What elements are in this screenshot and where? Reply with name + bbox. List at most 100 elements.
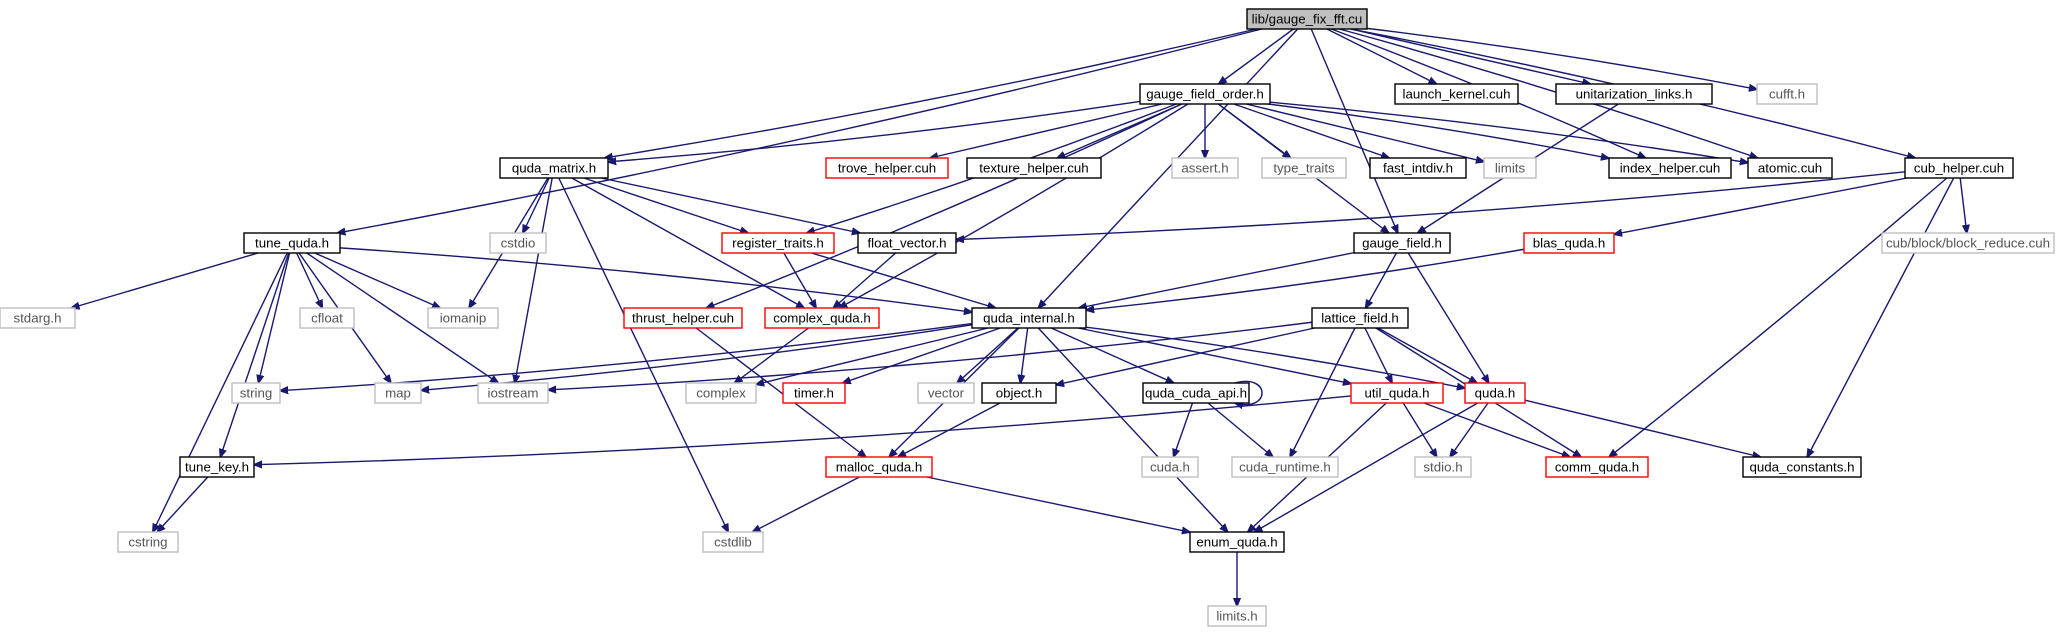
node-comm-quda[interactable]: comm_quda.h: [1545, 456, 1649, 478]
edge-cub-helper-to-block-reduce: [1959, 177, 1967, 233]
node-box: [1394, 83, 1519, 105]
node-box: [1414, 456, 1472, 478]
node-label: cstdlib: [714, 535, 752, 550]
edge-gauge-field-to-lattice-field: [1366, 252, 1398, 308]
node-box: [971, 307, 1087, 329]
node-tune-key[interactable]: tune_key.h: [179, 456, 255, 478]
node-box: [1246, 8, 1368, 30]
node-box: [1555, 83, 1713, 105]
edge-util-quda-to-stdio: [1402, 402, 1437, 457]
node-label: lib/gauge_fix_fft.cu: [1252, 12, 1363, 27]
node-label: limits.h: [1216, 609, 1257, 624]
node-label: vector: [928, 386, 965, 401]
node-box: [702, 531, 764, 553]
node-lattice-field[interactable]: lattice_field.h: [1311, 307, 1409, 329]
node-index-helper[interactable]: index_helper.cuh: [1608, 157, 1732, 179]
edge-root-to-gauge-field: [1310, 28, 1398, 233]
node-label: cuda.h: [1150, 460, 1190, 475]
node-enum-quda[interactable]: enum_quda.h: [1189, 531, 1285, 553]
node-root[interactable]: lib/gauge_fix_fft.cu: [1246, 8, 1368, 30]
node-label: stdio.h: [1423, 460, 1462, 475]
node-label: cfloat: [311, 311, 343, 326]
node-cub-helper[interactable]: cub_helper.cuh: [1904, 157, 2014, 179]
node-trove-helper[interactable]: trove_helper.cuh: [825, 157, 949, 179]
edge-thrust-helper-to-malloc-quda: [695, 327, 866, 457]
node-label: lattice_field.h: [1321, 311, 1399, 326]
node-box: [427, 307, 499, 329]
edge-float-vector-to-complex-quda: [833, 252, 897, 308]
node-box: [1261, 157, 1347, 179]
node-quda-internal[interactable]: quda_internal.h: [971, 307, 1087, 329]
node-label: texture_helper.cuh: [979, 161, 1088, 176]
node-label: unitarization_links.h: [1576, 87, 1693, 102]
node-gauge-field-order[interactable]: gauge_field_order.h: [1139, 83, 1271, 105]
node-box: [1464, 382, 1526, 404]
node-quda-constants[interactable]: quda_constants.h: [1742, 456, 1862, 478]
edge-gauge-field-order-to-trove-helper: [930, 103, 1163, 158]
node-launch-kernel[interactable]: launch_kernel.cuh: [1394, 83, 1519, 105]
edge-tune-key-to-cstring: [157, 476, 209, 532]
node-label: index_helper.cuh: [1620, 161, 1721, 176]
node-object[interactable]: object.h: [981, 382, 1057, 404]
node-box: [489, 232, 547, 254]
node-texture-helper[interactable]: texture_helper.cuh: [966, 157, 1102, 179]
node-box: [857, 232, 957, 254]
node-label: quda_internal.h: [983, 311, 1075, 326]
node-limits-h: limits.h: [1207, 605, 1267, 627]
node-unitarization-links[interactable]: unitarization_links.h: [1555, 83, 1713, 105]
edge-quda-cuda-api-to-cuda-runtime: [1207, 402, 1273, 457]
node-atomic[interactable]: atomic.cuh: [1747, 157, 1833, 179]
node-box: [1311, 307, 1409, 329]
node-malloc-quda[interactable]: malloc_quda.h: [825, 456, 933, 478]
node-box: [685, 382, 757, 404]
node-limits: limits: [1483, 157, 1537, 179]
node-label: string: [240, 386, 273, 401]
node-label: type_traits: [1273, 161, 1335, 176]
node-iostream: iostream: [477, 382, 549, 404]
node-quda[interactable]: quda.h: [1464, 382, 1526, 404]
edge-cub-helper-to-quda-constants: [1807, 177, 1955, 457]
node-blas-quda[interactable]: blas_quda.h: [1523, 232, 1615, 254]
node-label: cstdio: [501, 236, 536, 251]
node-tune-quda[interactable]: tune_quda.h: [243, 232, 341, 254]
node-box: [981, 382, 1057, 404]
edge-cub-helper-to-comm-quda: [1609, 177, 1948, 457]
edge-quda-to-stdio: [1450, 402, 1489, 457]
node-label: iomanip: [440, 311, 487, 326]
node-register-traits[interactable]: register_traits.h: [721, 232, 835, 254]
node-util-quda[interactable]: util_quda.h: [1350, 382, 1444, 404]
edge-quda-matrix-to-register-traits: [583, 177, 748, 233]
edge-quda-to-quda-constants: [1524, 399, 1761, 457]
edge-quda-matrix-to-cstdio: [523, 177, 550, 233]
node-float-vector[interactable]: float_vector.h: [857, 232, 957, 254]
node-label: quda.h: [1475, 386, 1516, 401]
node-fast-intdiv[interactable]: fast_intdiv.h: [1369, 157, 1467, 179]
node-box: [1231, 456, 1339, 478]
node-block-reduce: cub/block/block_reduce.cuh: [1881, 232, 2055, 254]
node-label: trove_helper.cuh: [838, 161, 936, 176]
node-stdio: stdio.h: [1414, 456, 1472, 478]
edge-lattice-field-to-cuda-runtime: [1290, 327, 1356, 457]
edge-lattice-field-to-util-quda: [1364, 327, 1392, 383]
node-box: [917, 382, 975, 404]
node-box: [179, 456, 255, 478]
node-cstring: cstring: [117, 531, 179, 553]
node-quda-matrix[interactable]: quda_matrix.h: [499, 157, 609, 179]
edge-quda-matrix-to-iostream: [515, 177, 553, 383]
node-complex: complex: [685, 382, 757, 404]
node-quda-cuda-api[interactable]: quda_cuda_api.h: [1142, 382, 1250, 404]
node-box: [1141, 456, 1199, 478]
edge-gauge-field-order-to-complex-quda: [839, 103, 1189, 308]
node-label: object.h: [996, 386, 1043, 401]
edge-quda-internal-to-quda-cuda-api: [1050, 327, 1173, 383]
node-label: quda_cuda_api.h: [1145, 386, 1247, 401]
node-timer[interactable]: timer.h: [782, 382, 846, 404]
node-thrust-helper[interactable]: thrust_helper.cuh: [623, 307, 743, 329]
node-cstdio: cstdio: [489, 232, 547, 254]
node-type-traits: type_traits: [1261, 157, 1347, 179]
edge-gauge-field-to-quda: [1407, 252, 1489, 383]
node-complex-quda[interactable]: complex_quda.h: [764, 307, 880, 329]
node-gauge-field[interactable]: gauge_field.h: [1353, 232, 1451, 254]
